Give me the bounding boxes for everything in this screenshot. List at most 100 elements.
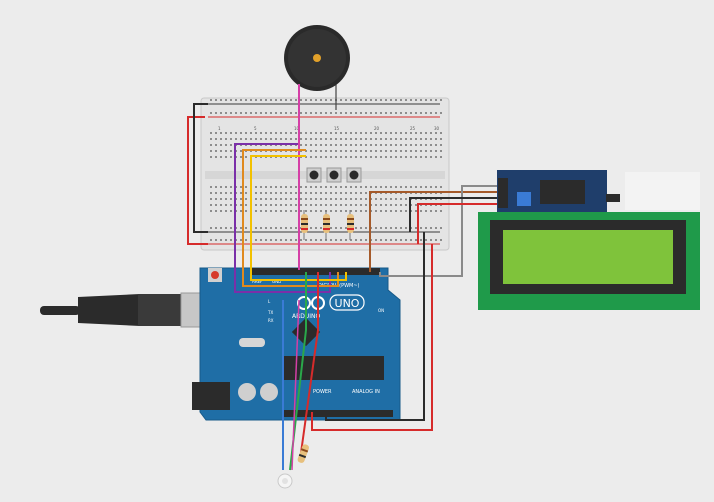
breadboard-hole — [345, 239, 347, 241]
breadboard-hole — [360, 204, 362, 206]
breadboard-hole — [430, 239, 432, 241]
breadboard-hole — [345, 156, 347, 158]
breadboard-hole — [315, 198, 317, 200]
breadboard-hole — [350, 239, 352, 241]
breadboard-hole — [395, 138, 397, 140]
breadboard-hole — [245, 112, 247, 114]
breadboard-hole — [315, 144, 317, 146]
breadboard-hole — [355, 204, 357, 206]
col-number: 1 — [218, 126, 221, 131]
breadboard-hole — [300, 198, 302, 200]
resistor-2[interactable] — [323, 210, 330, 240]
piezo-buzzer[interactable] — [284, 25, 350, 110]
breadboard-hole — [240, 204, 242, 206]
resistor-3[interactable] — [347, 210, 354, 240]
breadboard-hole — [380, 144, 382, 146]
breadboard-hole — [410, 132, 412, 134]
breadboard-hole — [315, 138, 317, 140]
breadboard-hole — [260, 198, 262, 200]
breadboard-hole — [410, 138, 412, 140]
led-resistor[interactable] — [297, 444, 310, 464]
breadboard-hole — [335, 156, 337, 158]
breadboard-hole — [220, 144, 222, 146]
breadboard-hole — [250, 132, 252, 134]
breadboard-hole — [385, 132, 387, 134]
breadboard-hole — [375, 144, 377, 146]
breadboard-hole — [225, 132, 227, 134]
breadboard-hole — [365, 112, 367, 114]
breadboard-hole — [425, 227, 427, 229]
breadboard-hole — [440, 186, 442, 188]
breadboard-hole — [340, 204, 342, 206]
breadboard-hole — [430, 138, 432, 140]
breadboard-hole — [365, 227, 367, 229]
breadboard-hole — [380, 99, 382, 101]
breadboard-hole — [230, 112, 232, 114]
breadboard-hole — [235, 132, 237, 134]
breadboard-hole — [230, 239, 232, 241]
pushbutton-1[interactable] — [306, 167, 322, 183]
breadboard-hole — [220, 138, 222, 140]
led[interactable] — [277, 473, 293, 489]
breadboard-hole — [375, 112, 377, 114]
breadboard-hole — [290, 186, 292, 188]
breadboard-hole — [210, 192, 212, 194]
breadboard-hole — [270, 198, 272, 200]
breadboard-hole — [325, 132, 327, 134]
breadboard-hole — [335, 132, 337, 134]
breadboard-hole — [375, 210, 377, 212]
breadboard-hole — [430, 227, 432, 229]
breadboard-hole — [215, 192, 217, 194]
breadboard-hole — [350, 132, 352, 134]
breadboard-hole — [225, 198, 227, 200]
breadboard-hole — [390, 186, 392, 188]
breadboard-hole — [370, 144, 372, 146]
breadboard-hole — [415, 138, 417, 140]
breadboard-hole — [325, 138, 327, 140]
resistor-1[interactable] — [301, 210, 308, 240]
breadboard-hole — [280, 192, 282, 194]
breadboard-hole — [370, 138, 372, 140]
breadboard-hole — [350, 138, 352, 140]
breadboard-hole — [400, 227, 402, 229]
breadboard-hole — [290, 138, 292, 140]
breadboard-hole — [355, 192, 357, 194]
arduino-uno[interactable]: UNO ARDUINO DIGITAL (PWM~) POWER ANALOG … — [192, 267, 401, 421]
pushbutton-3[interactable] — [346, 167, 362, 183]
breadboard-hole — [440, 227, 442, 229]
breadboard-hole — [265, 198, 267, 200]
breadboard-hole — [340, 210, 342, 212]
breadboard-hole — [405, 198, 407, 200]
breadboard-hole — [385, 150, 387, 152]
breadboard-hole — [415, 156, 417, 158]
breadboard-hole — [290, 239, 292, 241]
breadboard-hole — [355, 138, 357, 140]
breadboard-hole — [270, 192, 272, 194]
breadboard-hole — [215, 156, 217, 158]
breadboard-hole — [215, 227, 217, 229]
breadboard-hole — [320, 192, 322, 194]
breadboard-hole — [355, 227, 357, 229]
breadboard-hole — [375, 132, 377, 134]
breadboard-hole — [255, 99, 257, 101]
breadboard-hole — [335, 186, 337, 188]
breadboard-hole — [240, 239, 242, 241]
breadboard-hole — [375, 99, 377, 101]
breadboard-hole — [350, 99, 352, 101]
breadboard-hole — [220, 112, 222, 114]
breadboard-hole — [230, 210, 232, 212]
breadboard-hole — [315, 186, 317, 188]
breadboard-hole — [400, 210, 402, 212]
breadboard-hole — [265, 138, 267, 140]
lcd-module[interactable] — [478, 170, 700, 310]
breadboard-hole — [275, 132, 277, 134]
col-number: 5 — [254, 126, 257, 131]
pushbutton-2[interactable] — [326, 167, 342, 183]
breadboard-hole — [325, 156, 327, 158]
breadboard-hole — [320, 210, 322, 212]
usb-cable[interactable] — [40, 292, 228, 328]
breadboard-hole — [325, 192, 327, 194]
breadboard-hole — [330, 192, 332, 194]
breadboard-hole — [400, 156, 402, 158]
breadboard-hole — [230, 150, 232, 152]
